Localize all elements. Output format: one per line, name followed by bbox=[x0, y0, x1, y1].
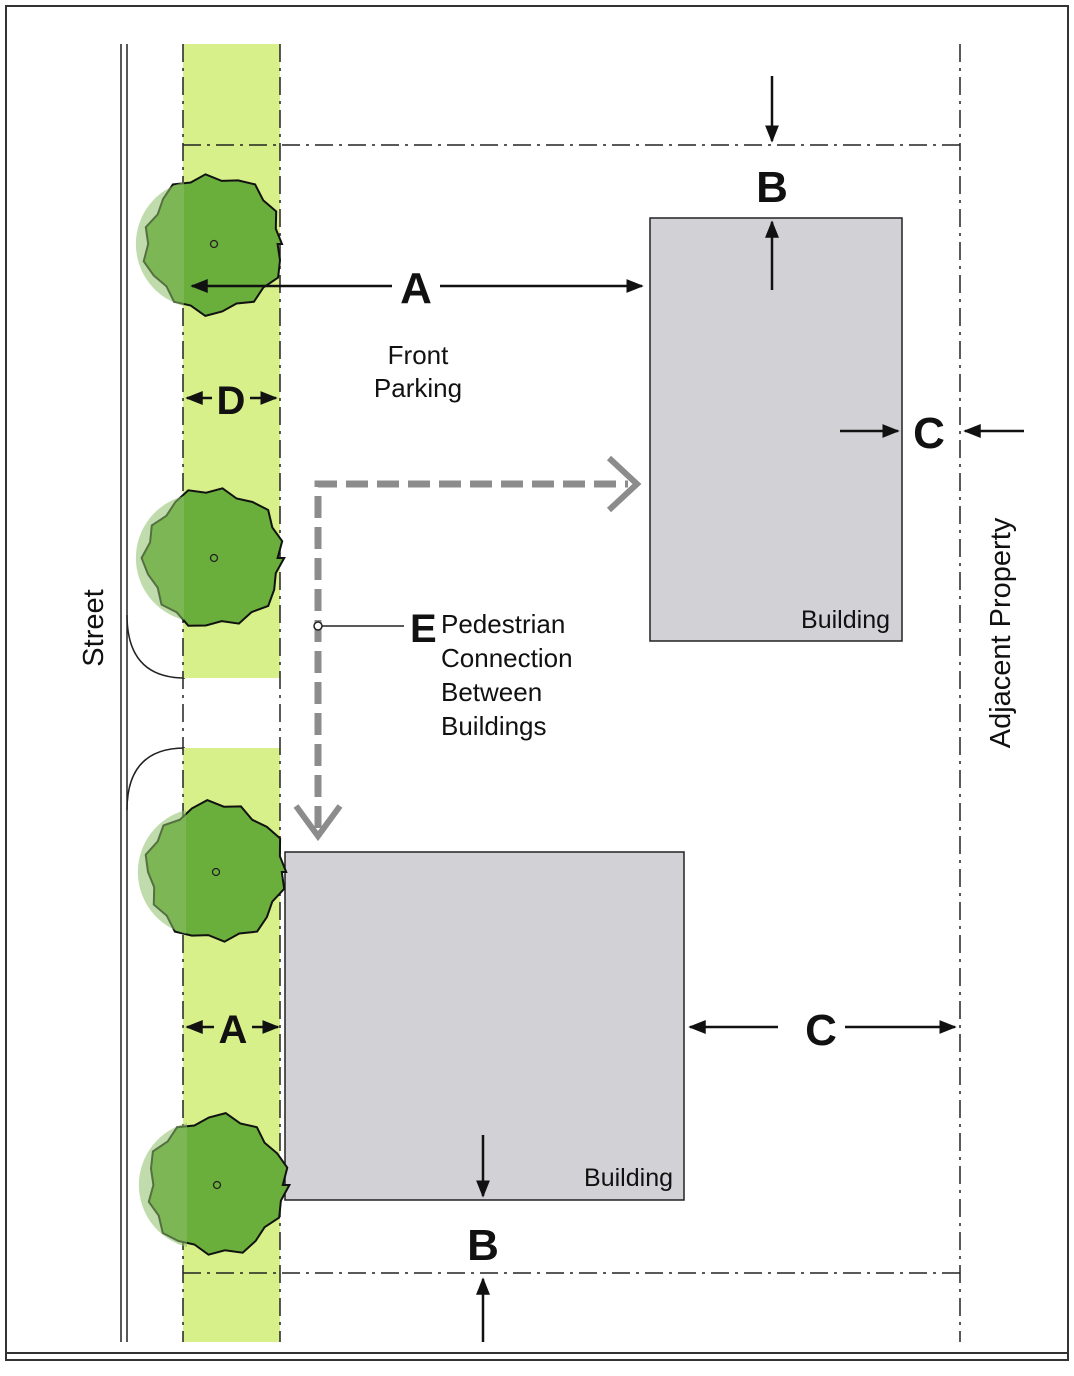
dim-a-top-label: A bbox=[400, 264, 432, 313]
front-parking-label-line2: Parking bbox=[374, 373, 462, 403]
pedestrian-path bbox=[314, 480, 628, 828]
tree-icon bbox=[138, 1112, 292, 1256]
pedestrian-leader-dot bbox=[313, 621, 323, 631]
building-top bbox=[649, 217, 903, 642]
tree-icon bbox=[135, 487, 286, 627]
pedestrian-letter: E bbox=[410, 607, 437, 651]
pedestrian-arrowhead-down-icon bbox=[293, 804, 343, 842]
pedestrian-label-line2: Connection bbox=[441, 643, 573, 673]
front-parking-label-line1: Front bbox=[388, 340, 449, 370]
pedestrian-label-line3: Between bbox=[441, 677, 542, 707]
dim-d-label: D bbox=[217, 379, 246, 423]
dim-c-top-label: C bbox=[913, 409, 945, 458]
dim-b-bottom-label: B bbox=[467, 1221, 499, 1270]
curb-return-lower bbox=[126, 747, 186, 811]
dim-a-bottom-label: A bbox=[219, 1008, 248, 1052]
building-bottom bbox=[284, 851, 685, 1201]
pedestrian-arrowhead-right-icon bbox=[606, 455, 642, 513]
dim-c-bottom-label: C bbox=[805, 1006, 837, 1055]
pedestrian-label-line4: Buildings bbox=[441, 711, 547, 741]
diagram-frame bbox=[5, 5, 1069, 1361]
dim-b-top-label: B bbox=[756, 163, 788, 212]
tree-icon bbox=[137, 798, 288, 943]
building-top-label: Building bbox=[801, 606, 890, 634]
pedestrian-label-line1: Pedestrian bbox=[441, 609, 565, 639]
street-label: Street bbox=[78, 589, 110, 666]
adjacent-property-label: Adjacent Property bbox=[985, 517, 1017, 748]
building-bottom-label: Building bbox=[584, 1164, 673, 1192]
tree-icon bbox=[135, 173, 284, 317]
curb-return-upper bbox=[126, 614, 186, 679]
